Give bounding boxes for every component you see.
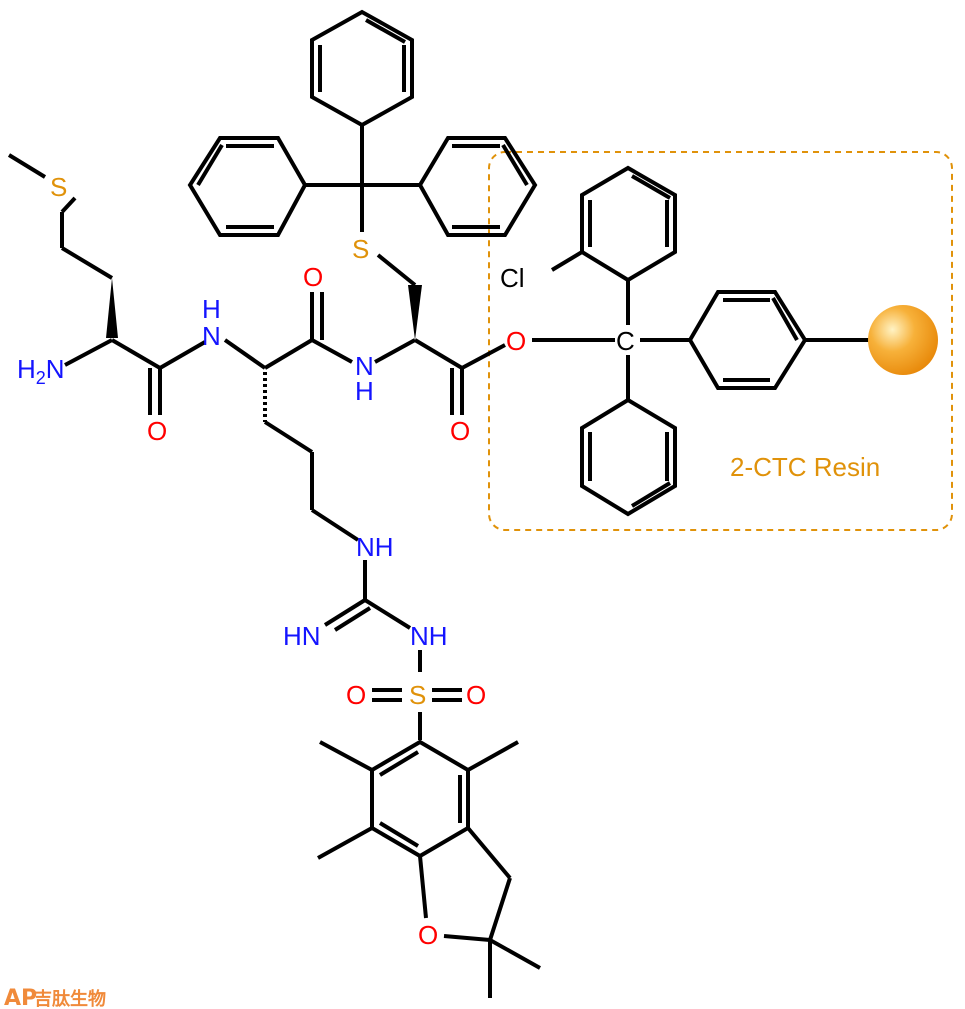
arginine-backbone	[223, 292, 360, 542]
sulfonyl-nh-label: NH	[410, 621, 448, 651]
trityl-center-carbon-label: C	[616, 326, 635, 356]
amide-nh-2-h: H	[355, 376, 374, 406]
resin-label: 2-CTC Resin	[730, 452, 880, 482]
sulfonyl-oxygen-right: O	[466, 680, 486, 710]
cys-carbonyl-oxygen: O	[450, 416, 470, 446]
methionine-backbone	[64, 338, 207, 415]
sulfonyl-sulfur-label: S	[409, 680, 426, 710]
sulfonyl-oxygen-left: O	[346, 680, 366, 710]
watermark-company-name: 吉肽生物	[34, 988, 106, 1009]
ester-oxygen-label: O	[506, 326, 526, 356]
amide-nh-1-n: N	[202, 321, 221, 351]
met-sulfur-label: S	[50, 172, 67, 202]
nh2-h-label: H2N	[17, 354, 65, 388]
chlorine-label: Cl	[500, 263, 525, 293]
guanidine-group	[323, 560, 422, 672]
resin-boundary-box	[488, 151, 953, 531]
guanidine-hn-imine-label: HN	[283, 621, 321, 651]
arg-carbonyl-oxygen: O	[303, 262, 323, 292]
methionine-side-chain	[7, 153, 118, 338]
trityl-group	[187, 9, 538, 237]
furan-oxygen-label: O	[418, 920, 438, 950]
resin-bead	[868, 305, 938, 375]
company-watermark: AP 吉肽生物	[4, 986, 106, 1009]
chlorotrityl-group	[550, 165, 870, 517]
cys-sulfur-label: S	[352, 234, 369, 264]
sulfonyl-group	[372, 688, 462, 740]
amide-nh-1-h: H	[202, 294, 221, 324]
guanidine-nh-label: NH	[356, 532, 394, 562]
watermark-logo: AP	[4, 986, 37, 1009]
met-carbonyl-oxygen: O	[147, 416, 167, 446]
amide-nh-2-n: N	[355, 351, 374, 381]
cysteine-backbone	[374, 253, 506, 415]
pbf-ring-system	[317, 739, 541, 998]
